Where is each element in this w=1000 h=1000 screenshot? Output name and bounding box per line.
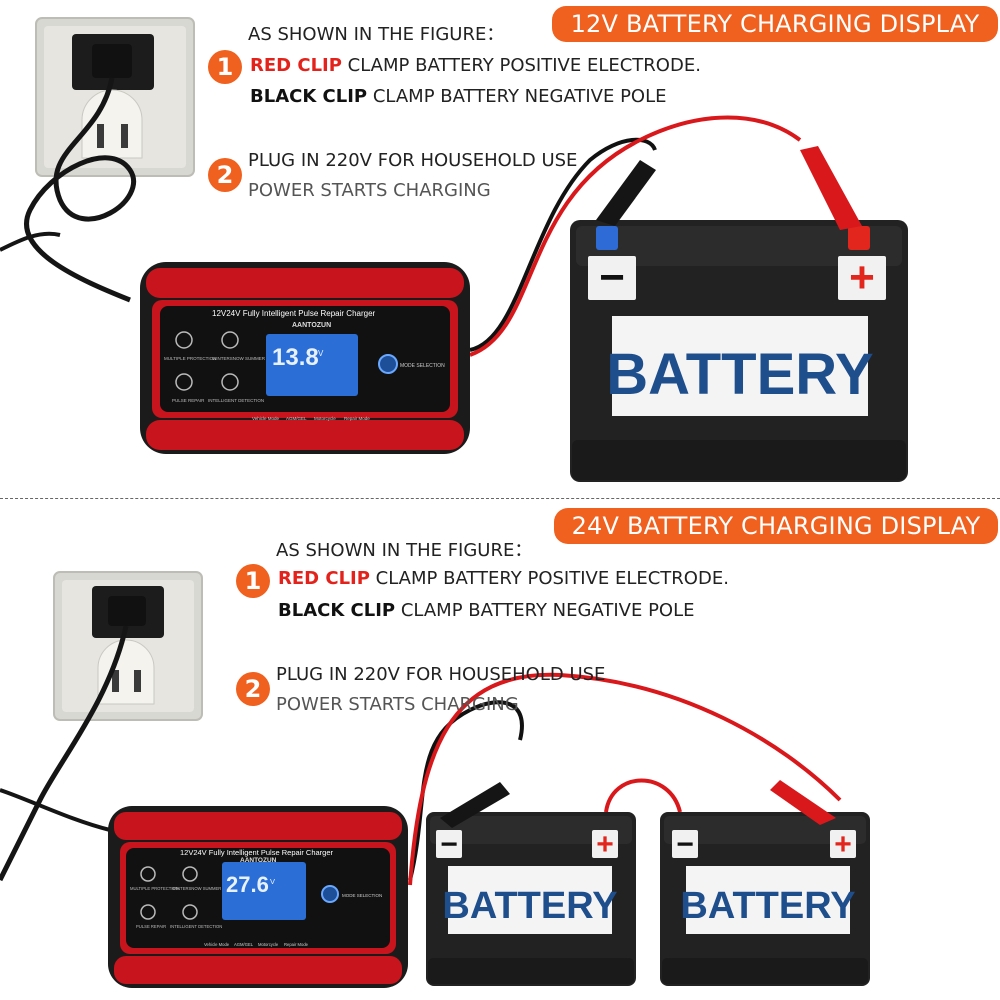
mode-vehicle: Vehicle Mode: [204, 942, 230, 947]
step2-line2: POWER STARTS CHARGING: [248, 180, 491, 201]
mode-agm: AGM/GEL: [234, 942, 254, 947]
lcd-unit: V: [270, 877, 275, 886]
power-plug-icon: [0, 596, 146, 882]
minus-icon: −: [676, 828, 694, 861]
label-pulse-repair: PULSE REPAIR: [172, 398, 205, 403]
step1-line2: BLACK CLIP CLAMP BATTERY NEGATIVE POLE: [250, 86, 667, 107]
step1-line1: RED CLIP CLAMP BATTERY POSITIVE ELECTROD…: [250, 55, 701, 76]
power-outlet-icon: [35, 17, 195, 177]
step-number-1: 1: [236, 564, 270, 598]
power-outlet-icon: [53, 571, 203, 721]
power-plug-icon: [0, 44, 136, 303]
step2-line1: PLUG IN 220V FOR HOUSEHOLD USE: [248, 150, 578, 171]
black-clip-text: CLAMP BATTERY NEGATIVE POLE: [395, 600, 695, 621]
intro-text: AS SHOWN IN THE FIGURE：: [276, 540, 533, 561]
red-clip: [800, 146, 862, 230]
charger-model: 12V24V Fully Intelligent Pulse Repair Ch…: [180, 848, 334, 857]
charger-brand: AANTOZUN: [292, 322, 331, 329]
charger-12v: 12V24V Fully Intelligent Pulse Repair Ch…: [140, 262, 470, 454]
step1-line2: BLACK CLIP CLAMP BATTERY NEGATIVE POLE: [278, 600, 695, 621]
mode-vehicle: Vehicle Mode: [252, 416, 280, 421]
black-clip-label: BLACK CLIP: [250, 86, 368, 107]
black-clip-text: CLAMP BATTERY NEGATIVE POLE: [367, 86, 667, 107]
step-number-1: 1: [208, 50, 242, 84]
label-winter-summer: WINTERSNOW SUMMER: [172, 886, 221, 891]
intro-text: AS SHOWN IN THE FIGURE：: [248, 24, 505, 45]
step1-line1: RED CLIP CLAMP BATTERY POSITIVE ELECTROD…: [278, 568, 729, 589]
step2-line1: PLUG IN 220V FOR HOUSEHOLD USE: [276, 664, 606, 685]
label-winter-summer: WINTERSNOW SUMMER: [212, 356, 266, 361]
charger-brand: AANTOZUN: [240, 857, 277, 864]
battery-label: BATTERY: [442, 885, 617, 927]
red-clip-text: CLAMP BATTERY POSITIVE ELECTRODE.: [369, 568, 729, 589]
illustration-12v: 12V24V Fully Intelligent Pulse Repair Ch…: [0, 17, 908, 482]
mode-motorcycle: Motorcycle: [314, 416, 336, 421]
panel-12v: 12V24V Fully Intelligent Pulse Repair Ch…: [0, 6, 998, 482]
label-multiple-protection: MULTIPLE PROTECTION: [130, 886, 179, 891]
illustration-24v: 12V24V Fully Intelligent Pulse Repair Ch…: [0, 571, 870, 988]
mode-selection-label: MODE SELECTION: [342, 893, 382, 898]
black-clip: [440, 782, 510, 828]
label-pulse-repair: PULSE REPAIR: [136, 924, 166, 929]
title-banner: 12V BATTERY CHARGING DISPLAY: [552, 6, 998, 42]
mode-agm: AGM/GEL: [286, 416, 307, 421]
lcd-unit: V: [318, 349, 324, 358]
label-intelligent-detection: INTELLIGENT DETECTION: [208, 398, 264, 403]
mode-button-icon[interactable]: [321, 885, 339, 903]
charger-24v: 12V24V Fully Intelligent Pulse Repair Ch…: [108, 806, 408, 988]
title-banner: 24V BATTERY CHARGING DISPLAY: [554, 508, 998, 544]
red-clip-label: RED CLIP: [250, 55, 342, 76]
mode-repair: Repair Mode: [344, 416, 370, 421]
red-clip: [770, 780, 836, 825]
red-clip-text: CLAMP BATTERY POSITIVE ELECTRODE.: [341, 55, 701, 76]
plus-icon: +: [834, 828, 852, 861]
lcd-voltage: 27.6: [226, 872, 269, 897]
plus-icon: +: [849, 253, 875, 302]
label-intelligent-detection: INTELLIGENT DETECTION: [170, 924, 222, 929]
battery-24v-2: − + BATTERY: [660, 812, 870, 986]
section-divider: [0, 498, 1000, 499]
step2-line2: POWER STARTS CHARGING: [276, 694, 519, 715]
minus-icon: −: [599, 253, 625, 302]
red-clip-label: RED CLIP: [278, 568, 370, 589]
mode-button-icon[interactable]: [378, 354, 398, 374]
step-number-2: 2: [236, 672, 270, 706]
battery-label: BATTERY: [680, 885, 855, 927]
mode-repair: Repair Mode: [284, 942, 309, 947]
black-clip: [596, 160, 656, 226]
label-multiple-protection: MULTIPLE PROTECTION: [164, 356, 216, 361]
battery-24v-1: − + BATTERY: [426, 812, 636, 986]
lcd-voltage: 13.8: [272, 344, 319, 371]
mode-selection-label: MODE SELECTION: [400, 363, 445, 369]
plus-icon: +: [596, 828, 614, 861]
panel-24v: 12V24V Fully Intelligent Pulse Repair Ch…: [0, 500, 1000, 1000]
minus-icon: −: [440, 828, 458, 861]
charger-model: 12V24V Fully Intelligent Pulse Repair Ch…: [212, 309, 376, 318]
battery-12v: − + BATTERY: [570, 220, 908, 482]
mode-motorcycle: Motorcycle: [258, 942, 279, 947]
black-clip-label: BLACK CLIP: [278, 600, 396, 621]
step-number-2: 2: [208, 158, 242, 192]
battery-label: BATTERY: [606, 342, 873, 407]
